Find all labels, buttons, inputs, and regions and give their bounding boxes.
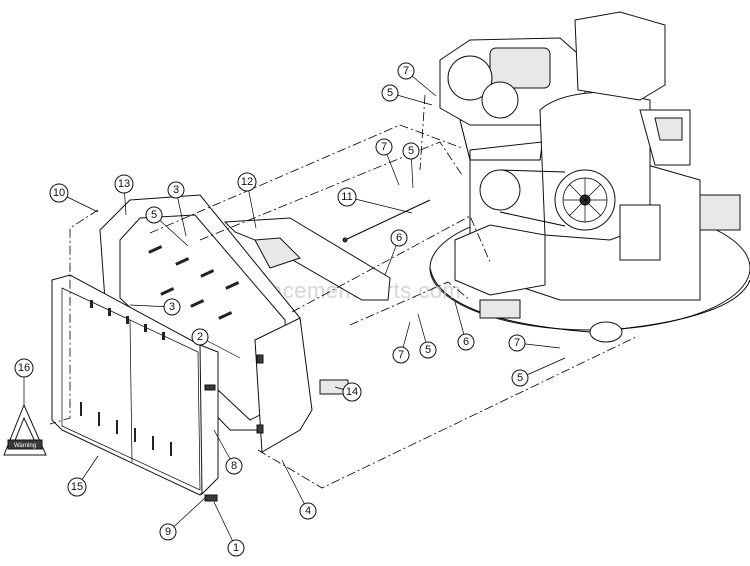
drive-belt	[499, 169, 566, 227]
callout-12-label: 12	[241, 176, 253, 188]
machine-assembly	[429, 11, 750, 343]
part-4-hinge-lower	[256, 424, 264, 434]
callout-11-label: 11	[341, 191, 352, 203]
callout-15-label: 15	[71, 481, 83, 493]
callout-6-a-label: 6	[396, 232, 402, 244]
warning-sign-band	[7, 439, 43, 450]
callout-9-label: 9	[165, 526, 171, 538]
pulley-spokes	[563, 178, 607, 222]
callout-5-d	[419, 341, 437, 359]
lower-skid	[479, 299, 521, 319]
callout-13	[114, 174, 134, 194]
callout-16	[14, 358, 34, 378]
callout-3-lower	[163, 298, 181, 316]
callout-5-c-label: 5	[151, 209, 157, 221]
callout-15	[67, 477, 87, 497]
callout-7-d	[508, 334, 526, 352]
callout-layer: 1 2 3 3 4 5 5 5 5 5 6 6	[14, 62, 566, 557]
callout-5-e-label: 5	[517, 372, 523, 384]
callout-6-b	[457, 333, 475, 351]
callout-6-b-label: 6	[463, 336, 469, 348]
callout-7-a-label: 7	[403, 65, 409, 77]
callout-7-c	[392, 346, 410, 364]
callout-3-upper	[167, 181, 185, 199]
callout-7-b	[375, 138, 393, 156]
callout-1-label: 1	[233, 542, 239, 554]
callout-5-b	[402, 142, 420, 160]
right-bracket	[699, 194, 741, 231]
callout-2	[191, 328, 209, 346]
callout-4-label: 4	[305, 505, 311, 517]
engine-air-cleaner	[447, 55, 493, 101]
callout-5-c	[145, 206, 163, 224]
callout-7-a	[397, 62, 415, 80]
part-12-tab	[254, 237, 301, 269]
callout-9	[159, 523, 177, 541]
callout-5-a-label: 5	[387, 87, 393, 99]
part-8-hinge-strip	[199, 344, 219, 496]
callout-6-a	[390, 229, 408, 247]
callout-16-label: 16	[18, 362, 30, 374]
callout-4	[299, 502, 317, 520]
part-15-panel-seam	[129, 319, 133, 463]
callout-14-label: 14	[346, 386, 358, 398]
callout-12	[237, 172, 257, 192]
callout-10-label: 10	[53, 187, 65, 199]
part-12-bracket	[223, 217, 391, 301]
part-4-side-panel	[254, 317, 313, 453]
callout-8-label: 8	[231, 460, 237, 472]
part-15-front-face	[61, 287, 201, 491]
part-8-latch-upper	[204, 384, 216, 391]
callout-7-c-label: 7	[398, 349, 404, 361]
part-11-rail	[344, 199, 431, 241]
callout-8	[225, 457, 243, 475]
assembly-dash-lines	[49, 94, 639, 489]
fuel-tank	[454, 224, 546, 296]
part-4-hinge-upper	[256, 354, 264, 364]
callout-5-a	[381, 84, 399, 102]
control-box	[619, 204, 661, 261]
part-15-vent-slots	[80, 300, 172, 456]
callout-7-d-label: 7	[514, 337, 520, 349]
callout-5-d-label: 5	[425, 344, 431, 356]
part-11-end	[342, 237, 348, 243]
callout-14	[342, 382, 362, 402]
callout-2-label: 2	[197, 331, 203, 343]
engine-pulley	[479, 169, 521, 211]
callout-5-b-label: 5	[408, 145, 414, 157]
callout-1	[227, 539, 245, 557]
chute-opening	[654, 117, 683, 141]
caster-wheel	[589, 321, 623, 343]
engine-cylinder	[481, 81, 519, 119]
part-16-warning-sign: Warning	[3, 403, 47, 456]
part-1-latch-lower	[204, 494, 218, 502]
callout-10	[49, 183, 69, 203]
callout-13-label: 13	[118, 178, 130, 190]
callout-11	[337, 187, 357, 207]
callout-7-b-label: 7	[381, 141, 387, 153]
callout-3-lower-label: 3	[169, 301, 175, 313]
warning-sign-text: Warning	[14, 443, 36, 449]
upper-duct-box	[574, 11, 666, 101]
callout-5-e	[511, 369, 529, 387]
callout-3-upper-label: 3	[173, 184, 179, 196]
